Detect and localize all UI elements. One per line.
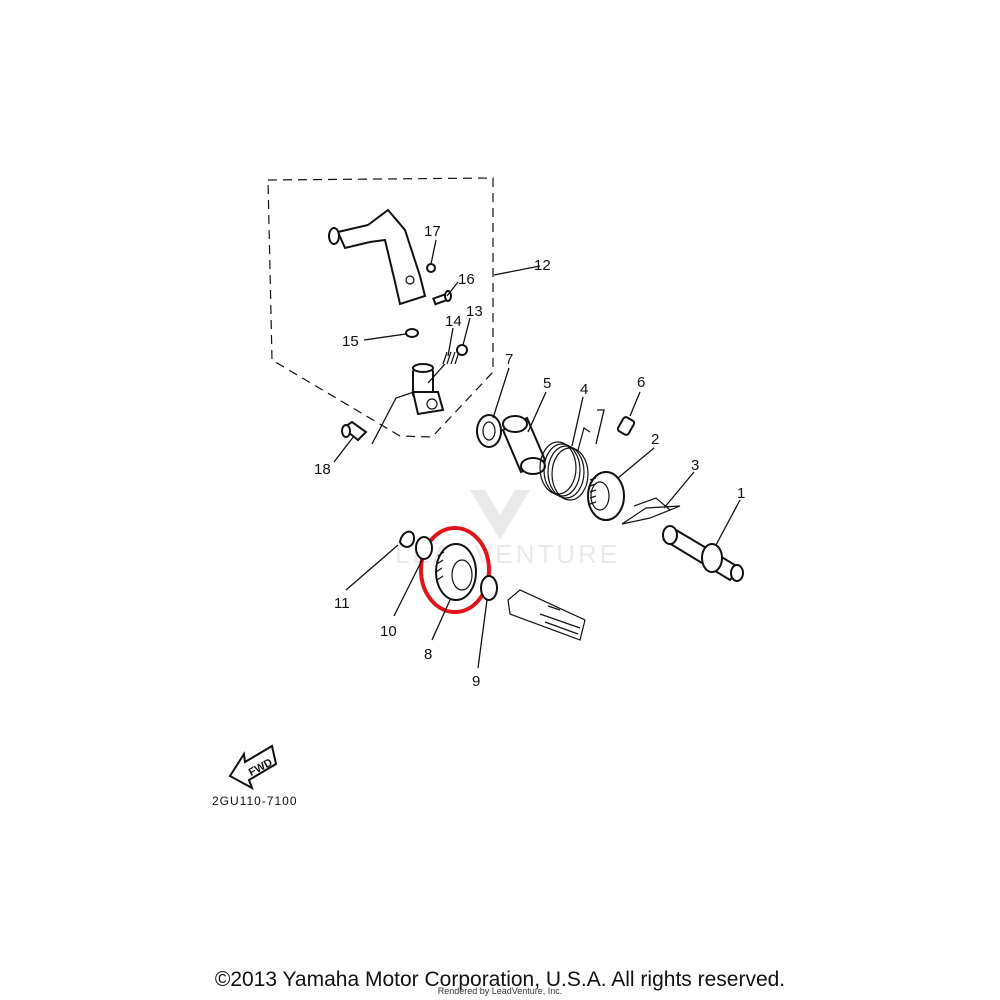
bolt-18: [341, 420, 368, 442]
callout-13: 13: [466, 303, 483, 320]
bolt-16: [432, 290, 452, 306]
callout-12: 12: [534, 257, 551, 274]
highlight-circle: [419, 526, 491, 614]
kick-shaft-1: [662, 525, 744, 582]
callout-15: 15: [342, 333, 359, 350]
callout-5: 5: [543, 375, 551, 392]
callouts: 17 16 12 13 14 15 18 7 5 4 6 2 3 1 11 10…: [314, 223, 745, 690]
spring-14: [442, 351, 460, 365]
callout-9: 9: [472, 673, 480, 690]
callout-6: 6: [637, 374, 645, 391]
kick-boss-part: [411, 363, 445, 416]
callout-8: 8: [424, 646, 432, 663]
kick-crank-part: [328, 208, 427, 306]
ratchet-gear-8: [435, 543, 477, 601]
callout-18: 18: [314, 461, 331, 478]
pin-6: [616, 416, 636, 436]
washer-9: [480, 575, 498, 601]
callout-4: 4: [580, 381, 588, 398]
callout-1: 1: [737, 485, 745, 502]
callout-17: 17: [424, 223, 441, 240]
fwd-arrow-icon: FWD: [228, 744, 278, 791]
clip-3: [621, 497, 681, 525]
part-17: [426, 263, 436, 273]
callout-11: 11: [334, 595, 350, 612]
callout-2: 2: [651, 431, 659, 448]
watermark-logo-icon: [470, 490, 530, 540]
ball-15: [405, 328, 419, 338]
bearing-7: [476, 414, 502, 448]
part-13: [456, 344, 468, 356]
collar-5: [501, 415, 547, 475]
leader-lines: [333, 239, 741, 669]
assembly-12-boundary: [267, 177, 494, 438]
callout-14: 14: [445, 313, 462, 330]
callout-16: 16: [458, 271, 475, 288]
copyright-notice: ©2013 Yamaha Motor Corporation, U.S.A. A…: [214, 968, 786, 991]
circlip-11: [398, 530, 416, 548]
drawing-code: 2GU110-7100: [212, 794, 298, 808]
callout-10: 10: [380, 623, 397, 640]
main-shaft: [507, 589, 586, 641]
rendered-by-note: Rendered by LeadVenture, Inc.: [437, 986, 563, 996]
torsion-spring-4: [539, 427, 591, 501]
callout-7: 7: [505, 351, 513, 368]
washer-10: [415, 536, 433, 560]
callout-3: 3: [691, 457, 699, 474]
kick-gear-2: [587, 471, 625, 521]
